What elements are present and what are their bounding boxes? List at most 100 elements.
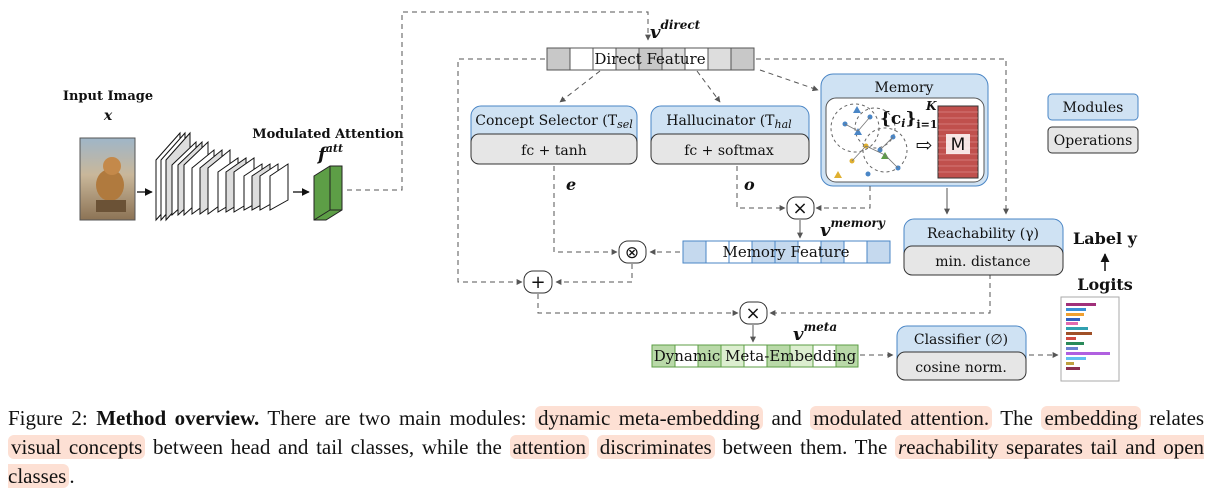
memory-matrix: M [937,105,979,179]
times-symbol-1: × [792,198,807,219]
memory-set-open: {c [880,109,901,129]
reachability-op: min. distance [935,254,1030,270]
memory-feature-bar: Memory Feature [682,240,891,264]
hallucinator-sub: hal [775,118,793,131]
caption-highlight-meta-embedding: dynamic meta-embedding [534,406,763,430]
caption-highlight-embedding: embedding [1041,406,1141,430]
caption-highlight-visual-concepts: visual concepts [8,435,146,459]
caption-text-7: . [69,464,75,488]
f-att-label: fatt [316,142,343,165]
caption-r: r [898,435,907,459]
arrow-direct-to-hallucinator [696,70,721,103]
memory-nodes [834,106,901,178]
times-op-meta: × [739,301,768,325]
memory-title: Memory [875,80,934,96]
memory-arrow: ⇨ [916,133,933,157]
caption-text-6: between them. The [722,435,888,459]
cnn-backbone [155,131,289,222]
arrow-reach-to-times [769,274,991,316]
link-e-to-otimes [553,166,618,255]
times-op-memory: × [786,196,815,220]
caption-bold: Method overview. [96,406,260,430]
caption-highlight-modulated-attention: modulated attention. [810,406,993,430]
hallucinator-title-text: Hallucinator (T [666,113,775,129]
classifier-title: Classifier (∅) [914,332,1008,348]
concept-selector-title-text: Concept Selector (T [475,113,617,129]
caption-highlight-attention: attention [509,435,590,459]
arrow-direct-to-selector [559,70,601,103]
v-memory-sup: memory [830,216,885,230]
v-direct-var: v [650,22,661,43]
hallucinator-title: Hallucinator (Thal [666,113,792,131]
v-memory-label: vmemory [820,216,886,241]
legend: Modules Operations [1047,93,1139,154]
input-image [79,137,136,221]
concept-selector-op: fc + tanh [521,143,587,159]
legend-modules-swatch [1047,93,1139,121]
link-memory-to-times [815,186,871,211]
caption-text-4: relates [1149,406,1205,430]
caption-text-1: There are two main modules: [267,406,527,430]
hallucinator-module: Hallucinator (Thal fc + softmax [650,105,810,165]
memory-set-label: {ci}i=1 [880,109,937,131]
arrow-plus-to-times [537,294,739,316]
link-o-to-times [736,166,786,211]
figure-caption: Figure 2: Method overview. There are two… [8,404,1204,491]
arrow-direct-to-reachability [756,58,1009,215]
logits-panel [1060,296,1120,382]
reachability-module: Reachability (γ) min. distance [903,218,1064,276]
attention-feature-map [313,165,343,221]
memory-set-close: } [905,109,916,129]
v-meta-var: v [793,324,804,345]
meta-embedding-bar: Dynamic Meta-Embedding [651,344,859,368]
concept-selector-title: Concept Selector (Tsel [475,113,633,131]
classifier-module: Classifier (∅) cosine norm. [896,325,1027,381]
input-image-label: Input Image [63,89,153,104]
caption-text-5: between head and tail classes, while the [153,435,502,459]
legend-operations: Operations [1054,133,1133,149]
plus-op: + [523,270,553,294]
arrow-otimes-to-plus [555,264,633,285]
memory-feature-label: Memory Feature [722,243,849,261]
o-var: o [744,175,755,194]
legend-modules: Modules [1063,100,1124,116]
caption-text-3: The [1000,406,1033,430]
direct-feature-bar: Direct Feature [546,47,755,71]
memory-matrix-label: M [951,135,966,155]
caption-highlight-discriminates: discriminates [596,435,715,459]
v-meta-label: vmeta [793,320,837,345]
plus-symbol: + [530,272,545,293]
concept-selector-module: Concept Selector (Tsel fc + tanh [470,105,638,165]
direct-feature-label: Direct Feature [594,50,705,68]
v-meta-sup: meta [803,320,837,334]
memory-clusters [830,103,908,173]
arrow-direct-to-memory [759,69,819,92]
caption-reachability-rest: eachability separates tail and open clas… [8,435,1205,488]
e-var: e [566,175,576,194]
memory-module: Memory {ci}i=1 K [820,73,989,187]
memory-set-K: K [925,99,937,113]
v-direct-label: vdirect [650,18,701,43]
memory-set-range: i=1 [916,118,937,131]
hallucinator-op: fc + softmax [684,143,774,159]
method-diagram: Input Image x Modulated Attention fatt v… [63,11,1139,382]
concept-selector-sub: sel [617,118,633,131]
times-symbol-2: × [745,303,760,324]
v-direct-sup: direct [660,18,700,32]
memory-set-sub: i [901,117,905,130]
link-att-to-direct [347,11,651,191]
classifier-op: cosine norm. [915,360,1007,376]
input-var: x [103,108,113,124]
dynamic-meta-label: Dynamic Meta-Embedding [654,347,857,365]
caption-prefix: Figure 2: [8,406,88,430]
v-memory-var: v [820,220,831,241]
caption-text-2: and [771,406,802,430]
arrow-direct-to-plus [457,58,545,285]
label-y: Label y [1073,229,1138,248]
logits-label: Logits [1077,275,1133,294]
legend-operations-swatch [1047,126,1139,154]
f-att-sup: att [326,142,343,155]
modulated-attention-label: Modulated Attention [252,127,404,142]
otimes-op: ⊗ [618,240,647,264]
reachability-title: Reachability (γ) [927,226,1039,242]
